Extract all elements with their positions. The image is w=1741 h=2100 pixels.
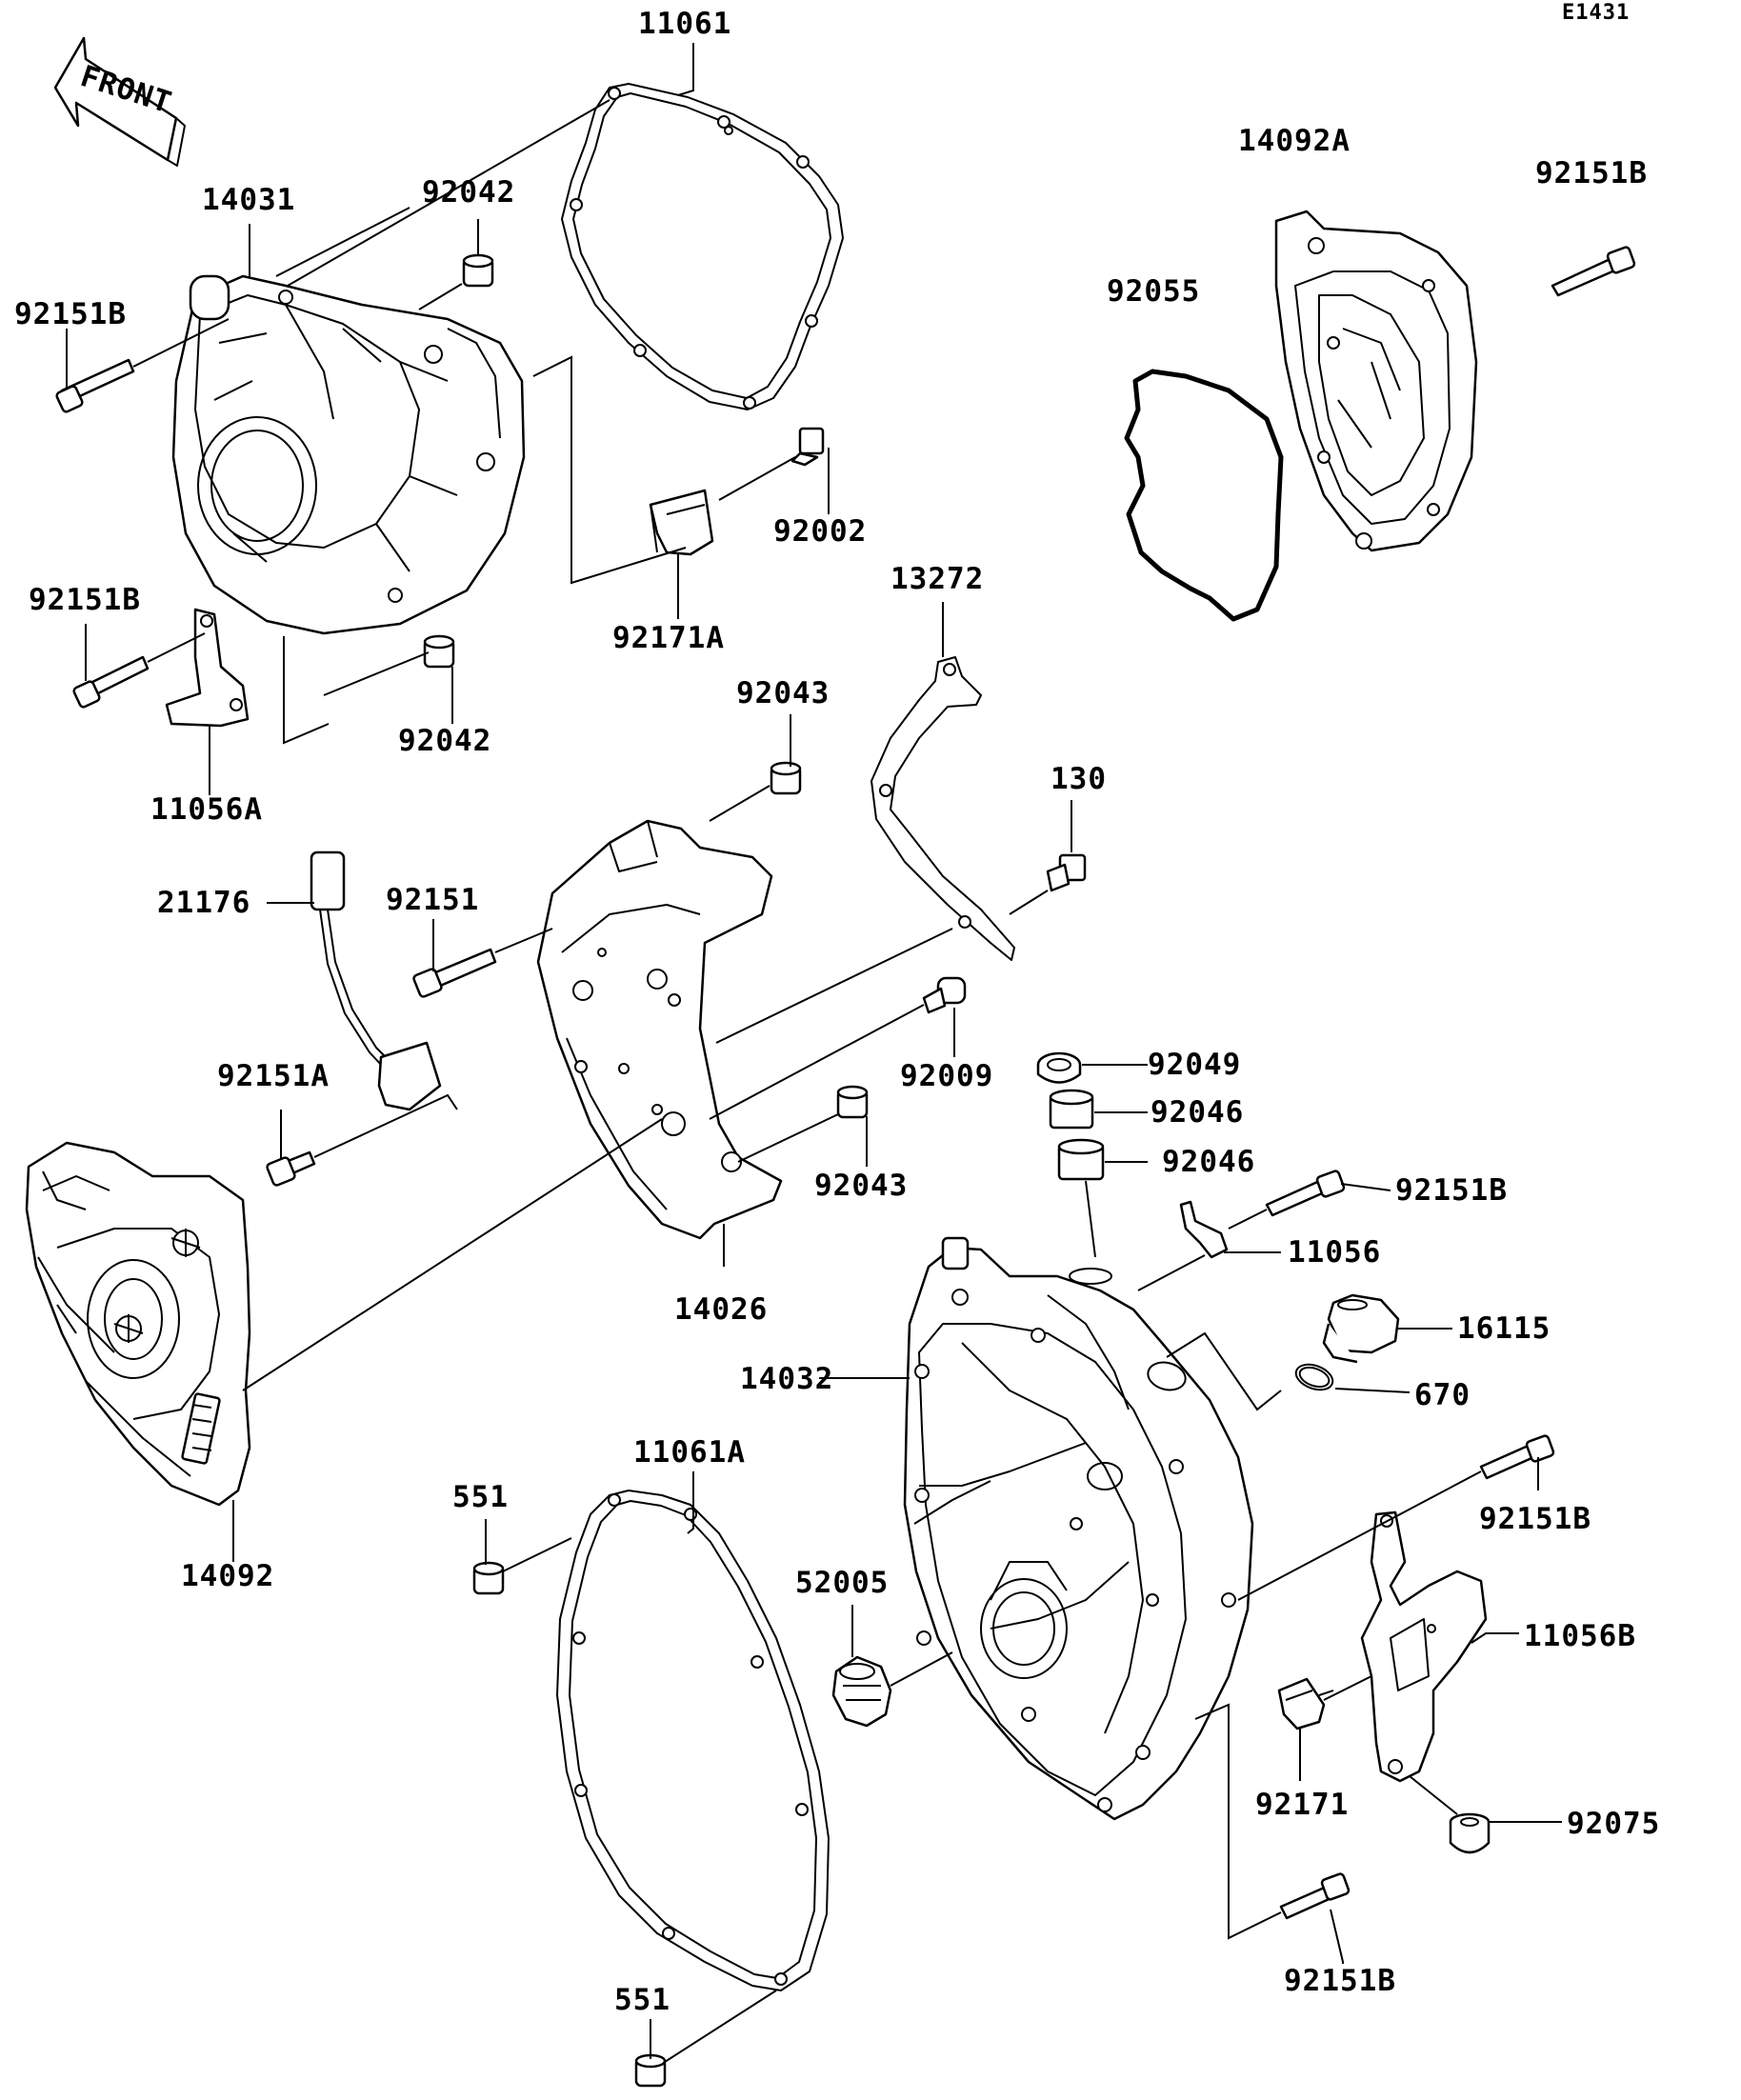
part-92043-dowel	[770, 761, 802, 795]
part-11056A-bracket	[165, 608, 250, 728]
diagram-code: E1431	[1562, 1, 1630, 25]
leader-lines	[66, 43, 1562, 2063]
label-14026: 14026	[674, 1292, 768, 1327]
label-21176: 21176	[157, 886, 250, 920]
label-92009: 92009	[900, 1059, 993, 1093]
label-92042: 92042	[422, 175, 515, 210]
part-16115-cap	[1322, 1293, 1400, 1364]
part-92151A-bolt	[266, 1150, 316, 1187]
label-11056: 11056	[1288, 1235, 1381, 1270]
label-92171A: 92171A	[612, 621, 725, 655]
label-92171: 92171	[1255, 1788, 1349, 1822]
part-11056B-bracket	[1360, 1510, 1488, 1783]
part-11056-clip	[1179, 1200, 1229, 1259]
part-21176-sensor	[310, 850, 442, 1111]
part-92055-gasket	[1124, 369, 1284, 622]
label-92042: 92042	[398, 724, 491, 758]
label-92049: 92049	[1148, 1048, 1241, 1082]
label-92151B: 92151B	[1535, 156, 1648, 190]
part-92043-dowel	[836, 1085, 869, 1119]
label-11061: 11061	[638, 7, 731, 41]
part-551-dowel	[634, 2053, 667, 2088]
label-92043: 92043	[736, 676, 830, 710]
part-92151-bolt	[412, 948, 497, 998]
label-92151A: 92151A	[217, 1059, 330, 1093]
part-130-bolt	[1046, 853, 1087, 892]
part-92046-bearing	[1049, 1089, 1094, 1130]
part-14031-cover	[171, 274, 526, 635]
part-92046-bearing	[1057, 1138, 1105, 1181]
label-92046: 92046	[1162, 1145, 1255, 1179]
label-92046: 92046	[1151, 1095, 1244, 1130]
label-92055: 92055	[1107, 274, 1200, 309]
part-labels: 11061 14092A 92151B 14031 92042 92055 92…	[14, 7, 1660, 2017]
part-92171-clamp	[1277, 1677, 1334, 1730]
part-52005-cap	[831, 1655, 892, 1728]
label-551: 551	[614, 1983, 670, 2017]
part-14092-cover	[25, 1141, 251, 1507]
label-551: 551	[452, 1480, 509, 1514]
label-92151B: 92151B	[1284, 1964, 1396, 1998]
part-92151B-bolt	[1279, 1872, 1351, 1920]
part-92171A-clamp	[649, 489, 714, 556]
part-14092A-cover	[1274, 210, 1478, 552]
part-551-dowel	[472, 1561, 505, 1595]
part-92151B-bolt	[1551, 246, 1636, 297]
part-92042-dowel	[462, 253, 494, 288]
label-92151B: 92151B	[1395, 1173, 1508, 1208]
label-130: 130	[1051, 762, 1107, 796]
part-92042-dowel	[423, 634, 455, 669]
label-92151B: 92151B	[29, 583, 141, 617]
label-11056A: 11056A	[150, 792, 263, 827]
label-14031: 14031	[202, 183, 295, 217]
label-14092A: 14092A	[1238, 124, 1351, 158]
part-92002-screw	[790, 427, 825, 467]
label-92151B: 92151B	[1479, 1502, 1591, 1536]
label-52005: 52005	[795, 1566, 889, 1600]
part-11061-gasket	[561, 83, 844, 410]
label-14092: 14092	[181, 1559, 274, 1593]
part-92009-screw	[922, 976, 967, 1014]
label-13272: 13272	[891, 562, 984, 596]
part-670-o-ring	[1294, 1363, 1334, 1391]
part-11061A-gasket	[556, 1490, 830, 1991]
part-13272-plate	[870, 656, 1015, 961]
part-14032-cover	[903, 1236, 1254, 1821]
label-92075: 92075	[1567, 1807, 1660, 1841]
part-14026-cover	[536, 819, 783, 1240]
label-92151: 92151	[386, 883, 479, 917]
label-11056B: 11056B	[1524, 1619, 1636, 1653]
part-92151B-bolt	[1265, 1170, 1346, 1217]
label-92151B: 92151B	[14, 297, 127, 331]
label-670: 670	[1414, 1378, 1471, 1412]
label-14032: 14032	[740, 1362, 833, 1396]
part-92075-grommet	[1449, 1812, 1491, 1854]
part-92049-seal	[1036, 1051, 1082, 1084]
label-92002: 92002	[773, 514, 867, 549]
part-92151B-bolt	[72, 655, 150, 709]
label-11061A: 11061A	[633, 1435, 746, 1470]
part-92151B-bolt	[1479, 1434, 1555, 1480]
part-92151B-bolt	[55, 358, 135, 413]
front-arrow-icon: FRONT	[53, 36, 186, 167]
label-92043: 92043	[814, 1169, 908, 1203]
label-16115: 16115	[1457, 1311, 1551, 1346]
